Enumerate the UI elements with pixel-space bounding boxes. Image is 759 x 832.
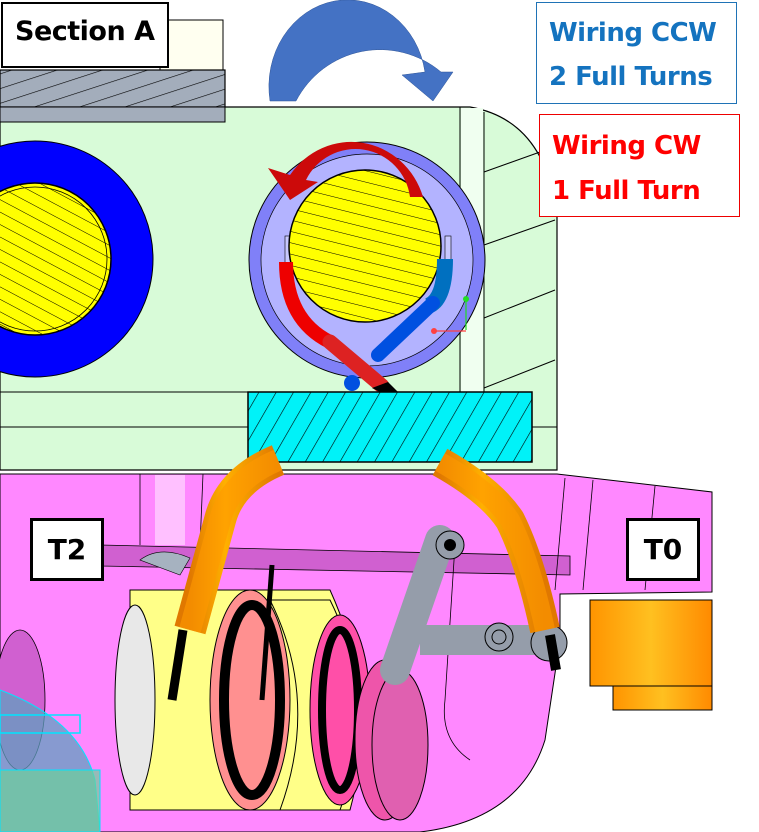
terminal-t2-label: T2 (30, 518, 104, 581)
wiring-ccw-turns: 2 Full Turns (549, 62, 713, 92)
terminal-t2-text: T2 (47, 533, 87, 566)
wiring-cw-title: Wiring CW (552, 131, 701, 161)
section-title-label: Section A (1, 2, 169, 68)
terminal-t0-text: T0 (643, 533, 683, 566)
wire-ccw-blue (344, 258, 453, 391)
wire-cw-red (279, 261, 390, 394)
ccw-rotation-arrow (268, 0, 454, 102)
wiring-cw-callout: Wiring CW 1 Full Turn (539, 114, 740, 217)
orange-cylinder (589, 599, 713, 711)
orange-tube-left (167, 445, 285, 701)
wiring-cw-turns: 1 Full Turn (552, 176, 701, 206)
wire-exit-black (372, 382, 398, 392)
pulley-assembly (114, 551, 429, 821)
left-bearing (0, 140, 154, 378)
cyan-hatched-block (247, 391, 533, 463)
cyan-wireframe-part (0, 689, 101, 832)
orange-tube-right (432, 448, 561, 671)
wiring-ccw-callout: Wiring CCW 2 Full Turns (536, 2, 737, 104)
terminal-t0-label: T0 (626, 518, 700, 581)
wiring-ccw-title: Wiring CCW (549, 18, 717, 48)
cw-rotation-arrow (268, 141, 423, 200)
section-title-text: Section A (15, 16, 155, 47)
axis-triad-icon (431, 296, 469, 334)
cream-block (159, 19, 224, 71)
